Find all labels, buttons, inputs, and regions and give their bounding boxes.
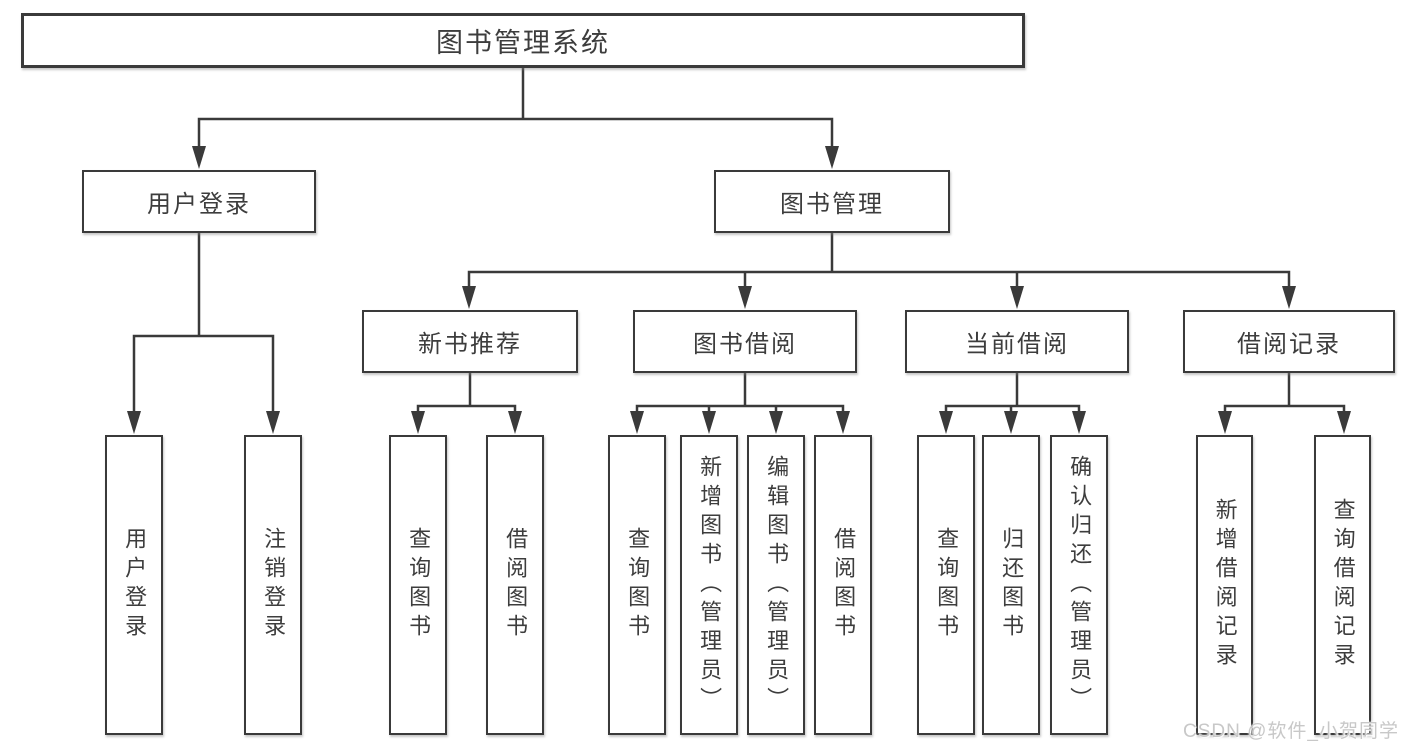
arrowhead: [825, 146, 839, 169]
node-label: 归还图书: [999, 527, 1025, 643]
leaf-confirm-return-admin: 确认归还（管理员）: [1050, 435, 1108, 735]
leaf-add-borrow-record: 新增借阅记录: [1196, 435, 1253, 735]
arrowhead: [1282, 286, 1296, 309]
node-library-management-system: 图书管理系统: [21, 13, 1025, 68]
node-label: 新增图书（管理员）: [697, 454, 723, 716]
leaf-edit-book-admin: 编辑图书（管理员）: [747, 435, 805, 735]
current-borrow-branch-connector: [939, 371, 1086, 434]
node-label: 借阅图书: [831, 527, 857, 643]
arrowhead: [1218, 411, 1232, 434]
arrowhead: [836, 411, 850, 434]
node-label: 借阅图书: [503, 527, 529, 643]
node-new-book-recommend: 新书推荐: [362, 310, 578, 373]
node-label: 新书推荐: [418, 331, 522, 358]
node-book-management: 图书管理: [714, 170, 950, 233]
node-label: 查询图书: [934, 527, 960, 643]
arrowhead: [266, 411, 280, 434]
book-borrow-branch-connector: [630, 371, 850, 434]
node-label: 当前借阅: [965, 331, 1069, 358]
leaf-add-book-admin: 新增图书（管理员）: [680, 435, 738, 735]
leaf-user-login: 用户登录: [105, 435, 163, 735]
arrowhead: [702, 411, 716, 434]
arrowhead: [127, 411, 141, 434]
arrowhead: [630, 411, 644, 434]
node-label: 查询借阅记录: [1330, 498, 1356, 672]
arrowhead: [462, 286, 476, 309]
csdn-watermark: CSDN @软件_小贺同学: [1183, 721, 1399, 742]
borrow-records-branch-connector: [1218, 371, 1351, 434]
arrowhead: [1004, 411, 1018, 434]
node-borrow-records: 借阅记录: [1183, 310, 1395, 373]
arrowhead: [192, 146, 206, 169]
leaf-return-book: 归还图书: [982, 435, 1040, 735]
user-login-branch-connector: [127, 231, 280, 434]
arrowhead: [939, 411, 953, 434]
node-label: 借阅记录: [1237, 331, 1341, 358]
arrowhead: [738, 286, 752, 309]
arrowhead: [1072, 411, 1086, 434]
new-book-branch-connector: [411, 371, 522, 434]
node-label: 注销登录: [261, 527, 287, 643]
node-label: 新增借阅记录: [1212, 498, 1238, 672]
node-label: 图书借阅: [693, 331, 797, 358]
node-label: 编辑图书（管理员）: [764, 454, 790, 716]
node-label: 查询图书: [625, 527, 651, 643]
arrowhead: [769, 411, 783, 434]
node-user-login: 用户登录: [82, 170, 316, 233]
arrowhead: [508, 411, 522, 434]
leaf-query-books-recommend: 查询图书: [389, 435, 447, 735]
node-label: 图书管理: [780, 191, 884, 218]
leaf-borrow-books: 借阅图书: [814, 435, 872, 735]
book-management-branch-connector: [462, 231, 1296, 309]
node-label: 查询图书: [406, 527, 432, 643]
leaf-query-books-current: 查询图书: [917, 435, 975, 735]
node-current-borrow: 当前借阅: [905, 310, 1129, 373]
root-branch-connector: [192, 66, 839, 169]
node-label: 图书管理系统: [436, 28, 610, 58]
arrowhead: [411, 411, 425, 434]
node-label: 确认归还（管理员）: [1067, 454, 1093, 716]
leaf-borrow-books-recommend: 借阅图书: [486, 435, 544, 735]
node-label: 用户登录: [147, 191, 251, 218]
node-label: 用户登录: [122, 527, 148, 643]
leaf-query-books-borrow: 查询图书: [608, 435, 666, 735]
leaf-logout: 注销登录: [244, 435, 302, 735]
arrowhead: [1010, 286, 1024, 309]
node-book-borrow: 图书借阅: [633, 310, 857, 373]
leaf-query-borrow-record: 查询借阅记录: [1314, 435, 1371, 735]
arrowhead: [1337, 411, 1351, 434]
